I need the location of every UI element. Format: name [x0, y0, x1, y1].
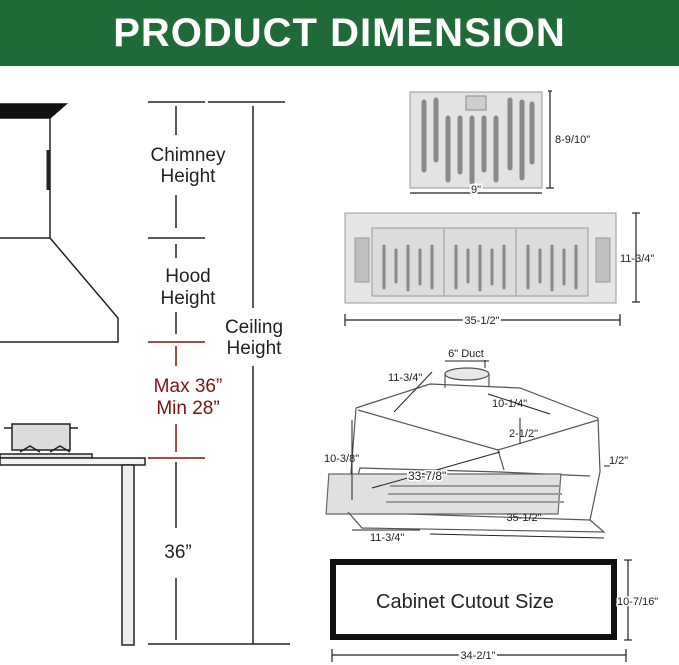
front-height-label: 11-3/4"	[620, 253, 654, 265]
inner-width-label: 33-7/8"	[408, 469, 446, 483]
chimney-label-line1: Chimney	[151, 145, 226, 166]
cutout-dimension-lines	[331, 559, 632, 662]
filter-width-label: 9"	[471, 184, 481, 196]
range-hood-side-illustration	[0, 103, 119, 343]
cooktop-illustration	[0, 423, 146, 646]
hood-label-line2: Height	[161, 288, 217, 309]
ceiling-dimension-line	[208, 101, 285, 644]
hood-label-line1: Hood	[165, 266, 210, 287]
filter-dimension-lines	[410, 90, 554, 194]
insert-front-illustration	[344, 212, 617, 304]
cutout-height-label: 10-7/16"	[617, 596, 658, 608]
insert-perspective-illustration	[325, 367, 606, 533]
cutout-width-label: 34-2/1"	[460, 650, 495, 662]
filter-height-label: 8-9/10"	[555, 134, 590, 146]
perspective-dimension-lines	[351, 360, 610, 539]
chimney-label-line2: Height	[161, 166, 217, 187]
ceiling-label-line1: Ceiling	[225, 317, 283, 338]
chimney-hood-dimension-line	[148, 101, 205, 334]
lip-label: 1/2"	[609, 455, 628, 467]
min-clearance-label: Min 28”	[156, 398, 219, 419]
inner-depth-label: 10-1/4"	[492, 398, 527, 410]
front-dimension-lines	[344, 212, 640, 326]
clearance-dimension-line	[148, 341, 205, 459]
header-banner: PRODUCT DIMENSION	[0, 0, 679, 66]
offset-label: 2-1/2"	[509, 428, 538, 440]
counter-height-label: 36”	[164, 542, 191, 563]
front-width-label: 35-1/2"	[464, 315, 499, 327]
page-title: PRODUCT DIMENSION	[113, 10, 566, 55]
perspective-height-label: 10-3/8"	[324, 453, 359, 465]
ceiling-label-line2: Height	[227, 338, 283, 359]
max-clearance-label: Max 36”	[154, 376, 223, 397]
bottom-depth-label: 11-3/4"	[370, 532, 404, 544]
counter-dimension-line	[148, 462, 290, 645]
perspective-width-label: 35-1/2"	[506, 512, 541, 524]
cabinet-cutout-outline	[330, 559, 617, 640]
top-depth-label: 11-3/4"	[388, 372, 422, 384]
cabinet-cutout-label: Cabinet Cutout Size	[376, 591, 554, 613]
duct-size-label: 6" Duct	[448, 348, 484, 360]
filter-illustration	[409, 91, 543, 189]
